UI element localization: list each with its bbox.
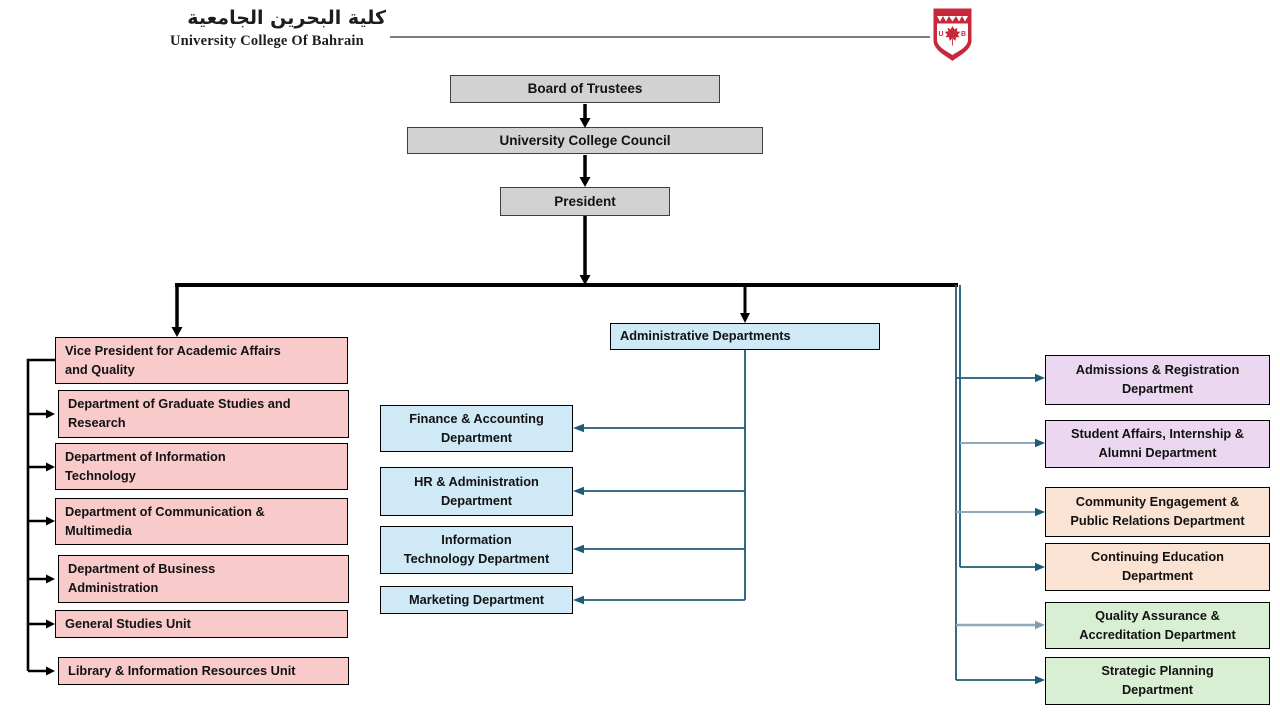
support-branch-connectors xyxy=(955,285,1045,685)
dept-information-technology-box: Department of Information Technology xyxy=(55,443,348,490)
dept-business-administration-box: Department of Business Administration xyxy=(58,555,349,603)
logo-english-text: University College Of Bahrain xyxy=(170,32,364,49)
finance-accounting-box: Finance & Accounting Department xyxy=(380,405,573,452)
it-department-box: Information Technology Department xyxy=(380,526,573,574)
dept-communication-multimedia-box: Department of Communication & Multimedia xyxy=(55,498,348,545)
president-box: President xyxy=(500,187,670,216)
administrative-departments-box: Administrative Departments xyxy=(610,323,880,350)
hr-administration-box: HR & Administration Department xyxy=(380,467,573,516)
vp-academic-affairs-box: Vice President for Academic Affairs and … xyxy=(55,337,348,384)
svg-text:U: U xyxy=(939,31,944,38)
marketing-department-box: Marketing Department xyxy=(380,586,573,614)
quality-assurance-box: Quality Assurance & Accreditation Depart… xyxy=(1045,602,1270,649)
header-divider-line xyxy=(390,36,930,38)
administrative-branch-connectors xyxy=(573,350,746,605)
logo-arabic-text: كلية البحرين الجامعية xyxy=(187,7,386,29)
community-engagement-box: Community Engagement & Public Relations … xyxy=(1045,487,1270,537)
student-affairs-box: Student Affairs, Internship & Alumni Dep… xyxy=(1045,420,1270,468)
board-of-trustees-box: Board of Trustees xyxy=(450,75,720,103)
ucb-logo: كلية البحرين الجامعية University College… xyxy=(170,7,386,50)
ucb-crest-icon: U B xyxy=(933,8,972,61)
library-resources-unit-box: Library & Information Resources Unit xyxy=(58,657,349,685)
university-college-council-box: University College Council xyxy=(407,127,763,154)
strategic-planning-box: Strategic Planning Department xyxy=(1045,657,1270,705)
continuing-education-box: Continuing Education Department xyxy=(1045,543,1270,591)
general-studies-unit-box: General Studies Unit xyxy=(55,610,348,638)
dept-graduate-studies-box: Department of Graduate Studies and Resea… xyxy=(58,390,349,438)
academic-branch-connectors xyxy=(26,358,55,676)
admissions-registration-box: Admissions & Registration Department xyxy=(1045,355,1270,405)
svg-text:B: B xyxy=(961,31,966,38)
